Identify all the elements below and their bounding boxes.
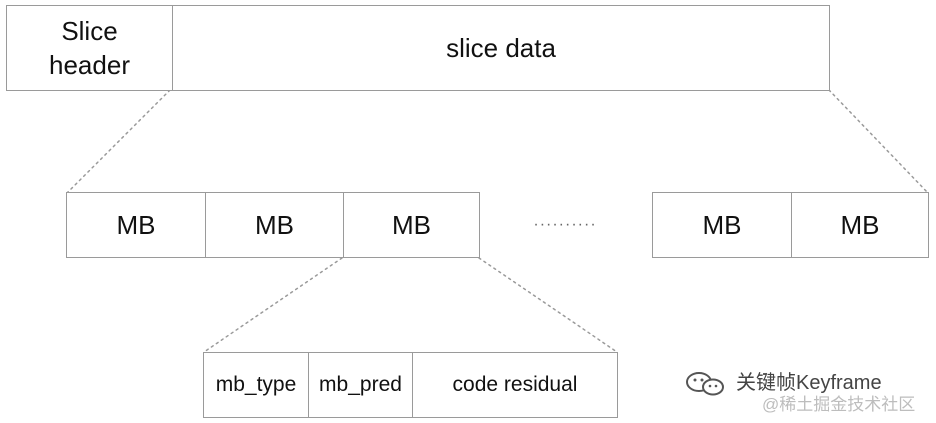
watermark-subtitle: @稀土掘金技术社区 bbox=[762, 395, 916, 414]
mb-type-box: mb_type bbox=[204, 353, 308, 417]
macroblock: MB bbox=[205, 193, 343, 257]
macroblock-label: MB bbox=[255, 209, 294, 240]
macroblock: MB bbox=[653, 193, 791, 257]
macroblock-row-right: MB MB bbox=[652, 192, 929, 258]
macroblock: MB bbox=[67, 193, 205, 257]
macroblock-label: MB bbox=[116, 209, 156, 240]
slice-data-label: slice data bbox=[446, 32, 556, 63]
mb-type-label: mb_type bbox=[215, 373, 297, 396]
slice-data-box: slice data bbox=[172, 6, 829, 90]
macroblock: MB bbox=[343, 193, 479, 257]
macroblock-row-left: MB MB MB bbox=[66, 192, 480, 258]
macroblock: MB bbox=[791, 193, 928, 257]
watermark-title: 关键帧Keyframe bbox=[736, 372, 882, 394]
watermark: 关键帧Keyframe @稀土掘金技术社区 bbox=[676, 362, 936, 418]
connector-slice-left bbox=[66, 89, 171, 194]
connector-slice-right bbox=[828, 89, 929, 194]
slice-header-box: Slice header bbox=[7, 6, 172, 90]
macroblock-label: MB bbox=[840, 209, 880, 240]
mb-field-row: mb_type mb_pred code residual bbox=[203, 352, 618, 418]
macroblock-label: MB bbox=[702, 209, 742, 240]
code-residual-box: code residual bbox=[412, 353, 617, 417]
connector-mb-right bbox=[478, 257, 618, 353]
macroblock-label: MB bbox=[392, 209, 431, 240]
mb-pred-label: mb_pred bbox=[319, 373, 402, 396]
ellipsis-dots: ·········· bbox=[533, 216, 597, 233]
slice-row: Slice header slice data bbox=[6, 5, 830, 91]
mb-pred-box: mb_pred bbox=[308, 353, 412, 417]
wechat-icon bbox=[686, 372, 724, 396]
connector-mb-left bbox=[203, 257, 343, 353]
code-residual-label: code residual bbox=[452, 373, 578, 396]
slice-header-label: Slice header bbox=[49, 16, 130, 80]
